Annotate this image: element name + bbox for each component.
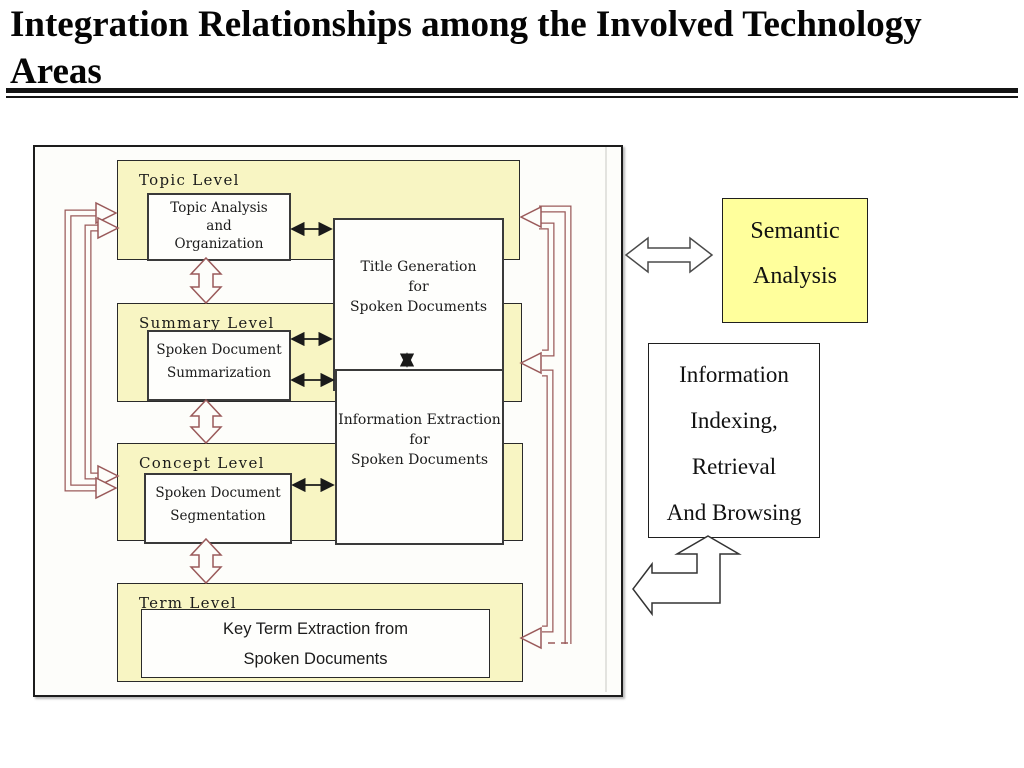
title-generation-box: Title Generation for Spoken Documents xyxy=(333,218,504,391)
topic-analysis-line3: Organization xyxy=(174,236,264,252)
title-divider-thin xyxy=(6,96,1018,98)
semantic-line2: Analysis xyxy=(753,263,837,289)
segmentation-line1: Spoken Document xyxy=(155,485,281,501)
indexing-line2: Indexing, xyxy=(690,408,778,433)
key-term-line2: Spoken Documents xyxy=(243,650,388,668)
information-indexing-box: Information Indexing, Retrieval And Brow… xyxy=(648,343,820,538)
title-generation-line2: for xyxy=(408,279,429,295)
summarization-box: Spoken Document Summarization xyxy=(147,330,291,401)
key-term-extraction-box: Key Term Extraction from Spoken Document… xyxy=(141,609,490,678)
level-topic-label: Topic Level xyxy=(139,171,240,189)
indexing-line1: Information xyxy=(679,362,789,387)
topic-analysis-line2: and xyxy=(206,218,232,234)
title-divider-thick xyxy=(6,88,1018,93)
slide-title-line1: Integration Relationships among the Invo… xyxy=(10,4,922,45)
indexing-line4: And Browsing xyxy=(666,500,802,525)
segmentation-line2: Segmentation xyxy=(170,508,266,524)
segmentation-box: Spoken Document Segmentation xyxy=(144,473,292,544)
level-term-label: Term Level xyxy=(139,594,237,612)
slide-title: Integration Relationships among the Invo… xyxy=(10,1,1014,95)
summarization-line2: Summarization xyxy=(166,365,272,381)
summarization-line1: Spoken Document xyxy=(156,342,282,358)
indexing-line3: Retrieval xyxy=(691,454,777,479)
information-extraction-line1: Information Extraction xyxy=(338,412,501,428)
title-generation-line1: Title Generation xyxy=(360,259,477,275)
semantic-line1: Semantic xyxy=(750,218,840,244)
semantic-analysis-box: Semantic Analysis xyxy=(722,198,868,323)
slide-title-line2: Areas xyxy=(10,51,102,92)
topic-analysis-line1: Topic Analysis xyxy=(170,200,268,216)
information-extraction-line3: Spoken Documents xyxy=(350,452,489,468)
indexing-elbow-arrow-icon xyxy=(632,535,742,617)
key-term-line1: Key Term Extraction from xyxy=(223,620,408,638)
information-extraction-line2: for xyxy=(409,432,430,448)
information-extraction-box: Information Extraction for Spoken Docume… xyxy=(335,369,504,545)
level-concept-label: Concept Level xyxy=(139,454,265,472)
title-generation-line3: Spoken Documents xyxy=(349,299,488,315)
level-summary-label: Summary Level xyxy=(139,314,275,332)
semantic-double-arrow-icon xyxy=(624,236,714,274)
topic-analysis-box: Topic Analysis and Organization xyxy=(147,193,291,261)
